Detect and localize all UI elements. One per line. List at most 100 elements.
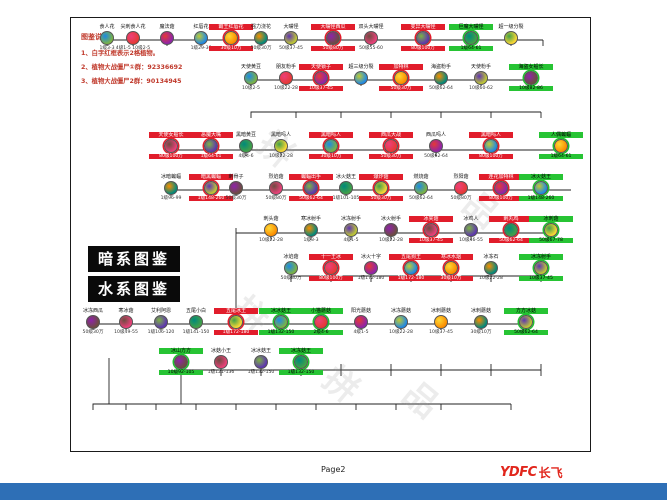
plant-price: 1级132-150 (279, 370, 323, 375)
plant-icon (254, 355, 268, 369)
plant-price: 50级62-64 (424, 154, 448, 159)
plant-node: 冰焰菇 50级80万 (279, 254, 303, 281)
plant-price: 10级37-45 (429, 330, 453, 335)
plant-price: 10级60-62 (469, 86, 493, 91)
plant-icon (484, 261, 498, 275)
plant-name: 冰鸡人 (463, 216, 479, 222)
plant-name: 烈阳菇 (453, 174, 469, 180)
plant-price: 1级132-150 (259, 330, 303, 335)
plant-name: 尖刺食人花 (120, 24, 146, 30)
plant-node: 变异大嘴怪 80级100万 (401, 24, 445, 51)
plant-name: 黑暗吗人 (309, 132, 353, 138)
plant-icon (164, 139, 178, 153)
plant-price: 50级80万 (311, 46, 355, 51)
plant-price: 50级30万 (359, 196, 403, 201)
plant-icon (534, 181, 548, 195)
plant-name: 连花加特林 (479, 174, 523, 180)
plant-price: 50级30万 (369, 154, 413, 159)
plant-name: 超三级分裂 (348, 64, 374, 70)
plant-name: 天使粉手 (470, 64, 491, 70)
plant-price: 2级4-6 (299, 330, 343, 335)
plant-price: 50级30万 (250, 46, 272, 51)
plant-icon (324, 139, 338, 153)
banner-text: 图鉴 (134, 250, 171, 268)
plant-icon (394, 315, 408, 329)
plant-name: 冰刺蘑菇 (470, 308, 491, 314)
plant-price: 4级1-5 (353, 330, 369, 335)
plant-price: 1级29-36 (190, 46, 212, 51)
plant-price: 1级172-180 (214, 330, 258, 335)
plant-icon (464, 31, 478, 45)
plant-name: 冰火十字 (360, 254, 381, 260)
plant-name: 暗黑蝙蝠 (189, 174, 233, 180)
plant-name: 冰焰菇 (283, 254, 299, 260)
dark-atlas-banner: 暗系图鉴 (88, 246, 180, 272)
plant-price: 1级64-61 (189, 154, 233, 159)
plant-name: 十一王冰 (309, 254, 353, 260)
plant-icon (544, 223, 558, 237)
plant-price: 1级96-99 (160, 196, 182, 201)
plant-name: 冰刺蘑菇 (430, 308, 451, 314)
plant-price: 80级100万 (401, 46, 445, 51)
plant-icon (269, 181, 283, 195)
plant-node: 天使粉手 10级60-62 (469, 64, 493, 91)
plant-price: 50级37-45 (279, 46, 303, 51)
plant-name: 大嘴怪 (283, 24, 299, 30)
plant-icon (194, 31, 208, 45)
plant-node: 十一王冰 80级100万 (309, 254, 353, 281)
plant-icon (224, 31, 238, 45)
plant-node: 剌丸鸡 50级62-64 (489, 216, 533, 243)
plant-name: 剌丸鸡 (489, 216, 533, 222)
plant-price: 50级80万 (280, 276, 302, 281)
plant-icon (174, 355, 188, 369)
plant-icon (394, 71, 408, 85)
plant-name: 冰冻蘑菇 (390, 308, 411, 314)
plant-price: 10级2-5 (242, 86, 260, 91)
plant-icon (384, 223, 398, 237)
plant-icon (126, 31, 140, 45)
plant-node: 大嘴怪 50级37-45 (279, 24, 303, 51)
plant-price: 1级106-120 (147, 330, 175, 335)
plant-price: 1级132-150 (247, 370, 275, 375)
plant-name: 冰冻射手 (519, 254, 563, 260)
plant-name: 海盗粉手 (430, 64, 451, 70)
plant-icon (364, 31, 378, 45)
plant-icon (204, 139, 218, 153)
plant-icon (284, 31, 298, 45)
plant-price: 80级100万 (309, 276, 353, 281)
plant-name: 剌骨子 (228, 174, 244, 180)
plant-price: 1级64-61 (449, 46, 493, 51)
plant-price: 1级141-150 (182, 330, 210, 335)
plant-icon (304, 181, 318, 195)
plant-price: 10级22-28 (259, 238, 283, 243)
plant-name: 西瓜大战 (369, 132, 413, 138)
plant-price: 1级64-61 (539, 154, 583, 159)
plant-icon (229, 181, 243, 195)
plant-icon (534, 261, 548, 275)
plant-name: 黑暗黄豆 (235, 132, 256, 138)
plant-name: 变异大嘴怪 (401, 24, 445, 30)
plant-price: 30级10万 (209, 46, 253, 51)
plant-icon (264, 223, 278, 237)
plant-price: 80级100万 (479, 196, 523, 201)
plant-icon (324, 261, 338, 275)
plant-price: 50级62-64 (489, 238, 533, 243)
logo-chinese: 长飞 (538, 465, 563, 480)
plant-node: 超三级分裂 (348, 64, 374, 86)
plant-price: 1级3-3 (99, 46, 115, 51)
plant-price: 50级80万 (450, 196, 472, 201)
